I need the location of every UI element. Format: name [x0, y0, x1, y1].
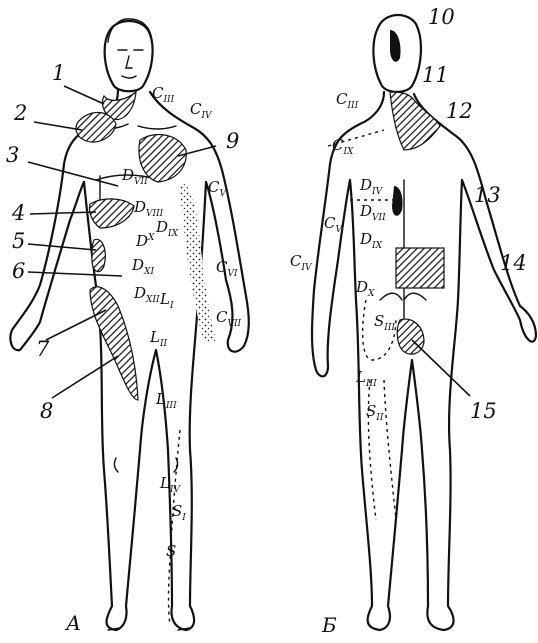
seg-d12-front: DXII: [133, 284, 160, 305]
zone-2-shoulder: [76, 112, 116, 142]
back-body-outline: [312, 92, 536, 630]
seg-c3-back: CIII: [336, 90, 359, 111]
label-5: 5: [12, 229, 25, 253]
front-hair: [108, 19, 152, 42]
seg-d8-front: DVIII: [133, 198, 164, 219]
seg-s3-back: SIII: [374, 312, 395, 333]
zone-15-buttock: [397, 319, 424, 354]
seg-l3-back: LIII: [355, 368, 377, 389]
label-9: 9: [226, 129, 239, 153]
zone-d4-mark: [392, 186, 403, 216]
seg-l4-front: LIV: [159, 474, 182, 495]
label-12: 12: [446, 99, 473, 123]
zone-7-8-groin-leg: [90, 287, 138, 400]
seg-l2-front: LII: [149, 328, 168, 349]
seg-c7-front: CVII: [216, 308, 242, 329]
front-knee-marks: [108, 458, 190, 630]
zone-arm-dotted: [180, 182, 216, 342]
front-face-details: [118, 50, 143, 78]
caption-front: А: [64, 611, 81, 635]
seg-d9-front: DIX: [155, 218, 179, 239]
seg-s-front: S: [166, 542, 176, 560]
zone-11-neck-back: [390, 92, 440, 150]
seg-d10-back: DX: [355, 278, 375, 299]
seg-d9-back: DIX: [359, 230, 383, 251]
seg-c4-back: CIV: [290, 252, 313, 273]
label-4: 4: [11, 201, 25, 225]
seg-d10-front: DX: [135, 232, 155, 250]
label-13: 13: [474, 183, 501, 207]
number-labels: 1 2 3 4 5 6 7 8 9 10 11 12 13 14 15: [6, 5, 527, 423]
label-6: 6: [12, 259, 25, 283]
label-8: 8: [40, 399, 53, 423]
label-3: 3: [6, 143, 19, 167]
label-10: 10: [428, 5, 455, 29]
seg-l1-front: LI: [159, 290, 174, 311]
seg-c4-front: CIV: [190, 100, 213, 121]
back-leader-15: [412, 340, 470, 396]
seg-s1-front: SI: [172, 502, 186, 523]
seg-d11-front: DXI: [131, 256, 154, 277]
seg-d4-back: DIV: [359, 176, 384, 197]
seg-c3-front: CIII: [152, 84, 175, 105]
label-2: 2: [13, 101, 27, 125]
zone-4-epigastric: [89, 199, 134, 228]
front-figure: [10, 19, 248, 630]
seg-d7-back: DVII: [359, 202, 386, 223]
label-14: 14: [500, 251, 527, 275]
label-15: 15: [470, 399, 497, 423]
caption-back: Б: [321, 613, 337, 637]
seg-c6-front: CVI: [216, 258, 238, 279]
label-1: 1: [52, 61, 65, 85]
zone-5-right-flank: [92, 239, 105, 271]
zone-9-chest: [139, 135, 186, 182]
zone-10-occiput: [390, 30, 401, 62]
seg-l3-front: LIII: [155, 390, 177, 411]
zone-14-lumbar: [396, 248, 444, 288]
seg-s2-back: SII: [366, 402, 384, 423]
label-11: 11: [422, 63, 449, 87]
seg-c5-back: CV: [324, 214, 343, 235]
label-7: 7: [36, 337, 50, 361]
